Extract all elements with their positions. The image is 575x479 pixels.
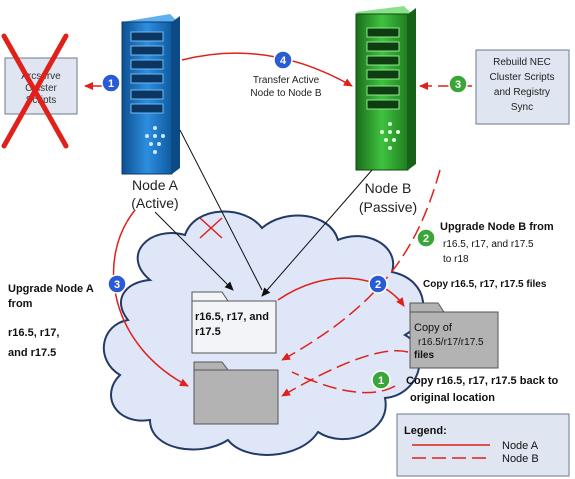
upgrade-a-line4: and r17.5 (8, 347, 56, 359)
node-b-state: (Passive) (359, 199, 417, 215)
link-cut-mark-2 (199, 217, 223, 239)
step-upgrade-b-badge: 2 (416, 228, 436, 248)
arrow-transfer-active (181, 52, 353, 87)
svg-text:3: 3 (455, 79, 461, 91)
legend-title: Legend: (404, 425, 447, 437)
svg-text:2: 2 (423, 233, 429, 245)
copy-back-line2: original location (410, 392, 495, 404)
node-a-name: Node A (132, 177, 179, 193)
svg-text:3: 3 (114, 279, 120, 291)
folder-copy-line3: files (414, 350, 434, 361)
node-a-state: (Active) (131, 195, 178, 211)
arrow-copy-back (281, 350, 409, 397)
folder-copy-line2: r16.5/r17/r17.5 (418, 337, 484, 348)
folder-copy (409, 302, 499, 369)
rebuild-line1: Rebuild NEC (493, 57, 551, 68)
arcserve-scripts-box: Arcserve Cluster Scripts (1, 33, 78, 149)
node-a-server-icon (121, 14, 180, 175)
folder-original-line1: r16.5, r17, and (195, 311, 269, 323)
arrow-upgrade-node-b (281, 169, 441, 361)
upgrade-b-line1: Upgrade Node B from (440, 221, 554, 233)
rebuild-scripts-box: Rebuild NEC Cluster Scripts and Registry… (475, 49, 570, 125)
step-rebuild-badge: 3 (448, 74, 468, 94)
arrow-copy-back-2 (291, 371, 396, 394)
arrow-copy-files (277, 277, 405, 307)
transfer-label-line2: Node to Node B (250, 88, 321, 99)
step-upgrade-a-badge: 3 (107, 274, 127, 294)
rebuild-line2: Cluster Scripts (489, 72, 554, 83)
arcserve-line2: Cluster (25, 83, 57, 94)
node-b-server-icon (355, 6, 416, 171)
svg-text:1: 1 (378, 375, 384, 387)
folder-original-line2: r17.5 (195, 326, 221, 338)
svg-text:2: 2 (375, 279, 381, 291)
copy-back-line1: Copy r16.5, r17, r17.5 back to (406, 375, 559, 387)
step-transfer-badge: 4 (273, 50, 293, 70)
node-a-to-folder-line (154, 211, 234, 291)
upgrade-a-line2: from (8, 298, 33, 310)
step-copy-badge: 2 (368, 274, 388, 294)
step-a1-badge: 1 (101, 73, 121, 93)
node-a-to-folder-line-2 (179, 129, 263, 291)
rebuild-line3: and Registry (494, 87, 550, 98)
upgrade-b-line2: r16.5, r17, and r17.5 (443, 239, 534, 250)
rebuild-line4: Sync (511, 102, 533, 113)
node-b-to-folder-line (261, 169, 373, 297)
node-b-name: Node B (365, 180, 412, 196)
upgrade-a-line1: Upgrade Node A (8, 283, 94, 295)
legend-node-b-label: Node B (502, 453, 539, 465)
folder-destination (193, 361, 279, 425)
svg-text:4: 4 (280, 55, 287, 67)
folder-original (191, 291, 277, 354)
copy-files-label: Copy r16.5, r17, r17.5 files (423, 279, 547, 290)
arrow-upgrade-node-a (112, 209, 189, 387)
svg-text:1: 1 (108, 78, 114, 90)
legend-node-a-label: Node A (502, 440, 539, 452)
legend: Legend: Node A Node B (396, 413, 570, 477)
step-copy-back-badge: 1 (371, 370, 391, 390)
upgrade-a-line3: r16.5, r17, (8, 327, 59, 339)
cross-line-2 (1, 33, 69, 149)
upgrade-b-line3: to r18 (443, 254, 469, 265)
transfer-label-line1: Transfer Active (253, 75, 320, 86)
folder-copy-line1: Copy of (414, 322, 453, 334)
